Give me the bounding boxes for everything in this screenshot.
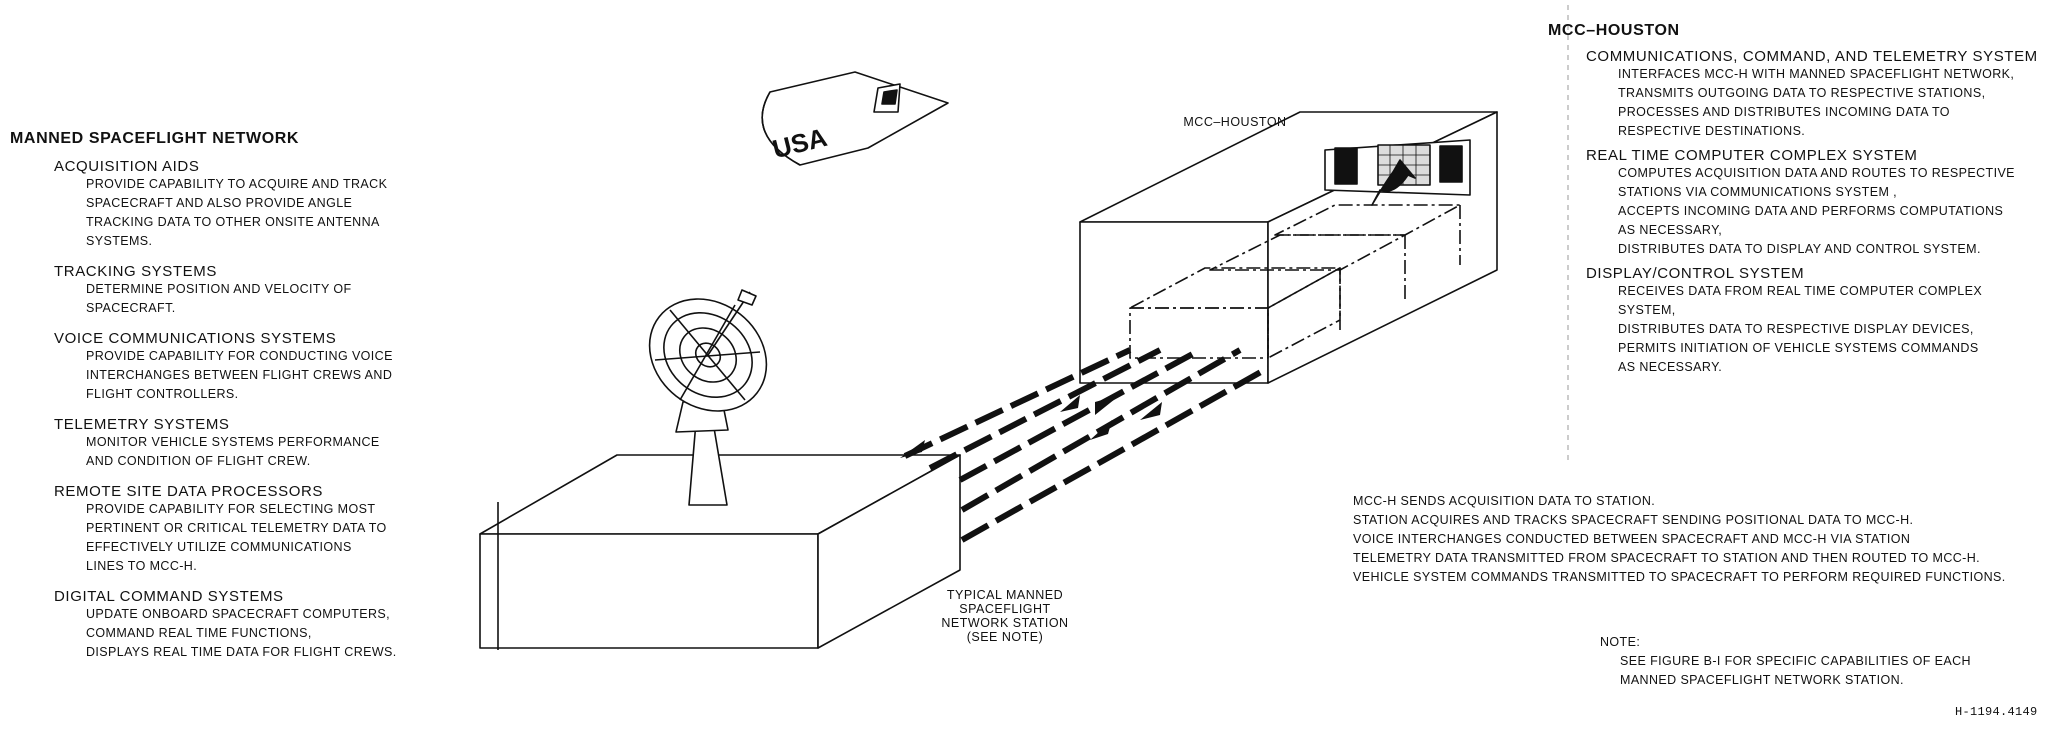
section-line: RECEIVES DATA FROM REAL TIME COMPUTER CO…: [1618, 284, 1983, 298]
section-line: ACCEPTS INCOMING DATA AND PERFORMS COMPU…: [1618, 204, 2004, 218]
section-line: COMMAND REAL TIME FUNCTIONS,: [86, 626, 312, 640]
note-heading: NOTE:: [1600, 635, 1641, 649]
section-line: DETERMINE POSITION AND VELOCITY OF: [86, 282, 352, 296]
section-heading: ACQUISITION AIDS: [54, 158, 200, 175]
section-line: RESPECTIVE DESTINATIONS.: [1618, 124, 1806, 138]
section-line: SYSTEM,: [1618, 303, 1676, 317]
section-line: PROCESSES AND DISTRIBUTES INCOMING DATA …: [1618, 105, 1950, 119]
ground-station-box: [479, 454, 961, 650]
section-line: FLIGHT CONTROLLERS.: [86, 387, 239, 401]
section: COMMUNICATIONS, COMMAND, AND TELEMETRY S…: [1586, 48, 2048, 141]
antenna-dish: [648, 289, 768, 506]
section-heading: REAL TIME COMPUTER COMPLEX SYSTEM: [1586, 147, 1918, 164]
section-line: DISPLAYS REAL TIME DATA FOR FLIGHT CREWS…: [86, 645, 397, 659]
section-heading: DISPLAY/CONTROL SYSTEM: [1586, 265, 1805, 282]
section-line: COMPUTES ACQUISITION DATA AND ROUTES TO …: [1618, 166, 2015, 180]
section-line: UPDATE ONBOARD SPACECRAFT COMPUTERS,: [86, 607, 391, 621]
note-line: MANNED SPACEFLIGHT NETWORK STATION.: [1620, 673, 1904, 687]
section-body: RECEIVES DATA FROM REAL TIME COMPUTER CO…: [1586, 282, 2048, 377]
section-body: MONITOR VEHICLE SYSTEMS PERFORMANCE AND C…: [54, 433, 450, 471]
section-line: PERTINENT OR CRITICAL TELEMETRY DATA TO: [86, 521, 387, 535]
section-line: TRANSMITS OUTGOING DATA TO RESPECTIVE ST…: [1618, 86, 1986, 100]
section-line: LINES TO MCC-H.: [86, 559, 198, 573]
sequence-line: MCC-H SENDS ACQUISITION DATA TO STATION.: [1353, 494, 1656, 508]
section-line: PROVIDE CAPABILITY FOR CONDUCTING VOICE: [86, 349, 393, 363]
section-body: PROVIDE CAPABILITY TO ACQUIRE AND TRACK S…: [54, 175, 450, 251]
right-sections: COMMUNICATIONS, COMMAND, AND TELEMETRY S…: [1548, 48, 2048, 377]
spacecraft-capsule: [761, 71, 949, 166]
note-block: NOTE: SEE FIGURE B-I FOR SPECIFIC CAPABI…: [1600, 633, 2020, 690]
station-label-line: NETWORK STATION: [941, 616, 1069, 630]
mcc-houston-label: MCC–HOUSTON: [1183, 115, 1287, 129]
right-panel: MCC–HOUSTON COMMUNICATIONS, COMMAND, AND…: [1548, 22, 2048, 377]
sequence-line: VOICE INTERCHANGES CONDUCTED BETWEEN SPA…: [1353, 532, 1911, 546]
section-line: MONITOR VEHICLE SYSTEMS PERFORMANCE: [86, 435, 380, 449]
section-body: PROVIDE CAPABILITY FOR SELECTING MOST PER…: [54, 500, 450, 576]
data-flow-sequence: MCC-H SENDS ACQUISITION DATA TO STATION.…: [1353, 492, 2043, 587]
note-lines: SEE FIGURE B-I FOR SPECIFIC CAPABILITIES…: [1600, 652, 2020, 690]
section-heading: DIGITAL COMMAND SYSTEMS: [54, 588, 284, 605]
section-line: PROVIDE CAPABILITY FOR SELECTING MOST: [86, 502, 376, 516]
sequence-line: TELEMETRY DATA TRANSMITTED FROM SPACECRA…: [1353, 551, 1981, 565]
section: REAL TIME COMPUTER COMPLEX SYSTEM COMPUTE…: [1586, 147, 2048, 259]
station-label-line: TYPICAL MANNED: [946, 588, 1064, 602]
right-panel-title: MCC–HOUSTON: [1548, 22, 1680, 39]
mcc-building: [1079, 111, 1498, 384]
section-body: UPDATE ONBOARD SPACECRAFT COMPUTERS, COMM…: [54, 605, 450, 662]
figure-id: H-1194.4149: [1955, 705, 2038, 719]
section-line: STATIONS VIA COMMUNICATIONS SYSTEM ,: [1618, 185, 1898, 199]
station-label-line: SPACEFLIGHT: [959, 602, 1051, 616]
section-heading: VOICE COMMUNICATIONS SYSTEMS: [54, 330, 337, 347]
section-line: DISTRIBUTES DATA TO RESPECTIVE DISPLAY D…: [1618, 322, 1974, 336]
section: DISPLAY/CONTROL SYSTEM RECEIVES DATA FROM…: [1586, 265, 2048, 377]
section-heading: COMMUNICATIONS, COMMAND, AND TELEMETRY S…: [1586, 48, 2038, 65]
section-line: SPACECRAFT AND ALSO PROVIDE ANGLE: [86, 196, 353, 210]
section-line: PERMITS INITIATION OF VEHICLE SYSTEMS CO…: [1618, 341, 1979, 355]
section-line: SYSTEMS.: [86, 234, 153, 248]
section-line: SPACECRAFT.: [86, 301, 176, 315]
station-label-line: (SEE NOTE): [966, 630, 1044, 644]
section-heading: TRACKING SYSTEMS: [54, 263, 217, 280]
left-panel-title: MANNED SPACEFLIGHT NETWORK: [10, 130, 300, 147]
section-line: DISTRIBUTES DATA TO DISPLAY AND CONTROL …: [1618, 242, 1981, 256]
sequence-line: STATION ACQUIRES AND TRACKS SPACECRAFT S…: [1353, 513, 1914, 527]
section-line: AS NECESSARY.: [1618, 360, 1723, 374]
note-line: SEE FIGURE B-I FOR SPECIFIC CAPABILITIES…: [1620, 654, 1971, 668]
section-line: PROVIDE CAPABILITY TO ACQUIRE AND TRACK: [86, 177, 388, 191]
section-body: INTERFACES MCC-H WITH MANNED SPACEFLIGHT…: [1586, 65, 2048, 141]
section-line: AND CONDITION OF FLIGHT CREW.: [86, 454, 311, 468]
section-line: INTERFACES MCC-H WITH MANNED SPACEFLIGHT…: [1618, 67, 2015, 81]
section-line: INTERCHANGES BETWEEN FLIGHT CREWS AND: [86, 368, 393, 382]
section-body: PROVIDE CAPABILITY FOR CONDUCTING VOICE I…: [54, 347, 450, 404]
section-heading: REMOTE SITE DATA PROCESSORS: [54, 483, 324, 500]
section-body: COMPUTES ACQUISITION DATA AND ROUTES TO …: [1586, 164, 2048, 259]
section-heading: TELEMETRY SYSTEMS: [54, 416, 230, 433]
section-line: AS NECESSARY,: [1618, 223, 1723, 237]
sequence-line: VEHICLE SYSTEM COMMANDS TRANSMITTED TO S…: [1353, 570, 2006, 584]
left-panel: MANNED SPACEFLIGHT NETWORK ACQUISITION A…: [10, 130, 450, 662]
section-line: EFFECTIVELY UTILIZE COMMUNICATIONS: [86, 540, 352, 554]
section-line: TRACKING DATA TO OTHER ONSITE ANTENNA: [86, 215, 380, 229]
section-body: DETERMINE POSITION AND VELOCITY OF SPACEC…: [54, 280, 450, 318]
